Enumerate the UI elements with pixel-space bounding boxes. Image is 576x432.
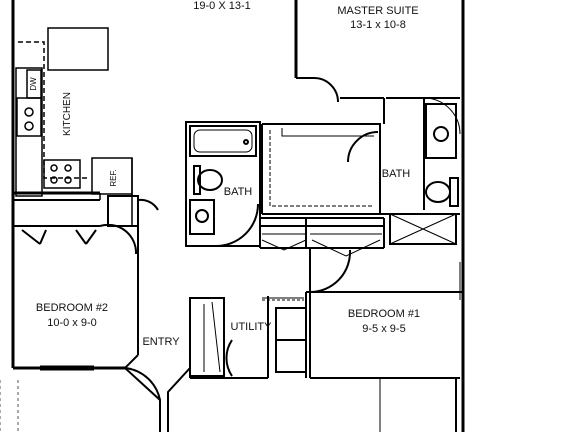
sink <box>16 97 42 137</box>
right-bath-label: BATH <box>382 168 411 180</box>
kitchen-label: KITCHEN <box>62 92 73 136</box>
linen-closet <box>389 213 457 245</box>
bedroom1-walls <box>306 248 463 379</box>
bedroom2-label: BEDROOM #2 <box>36 302 108 314</box>
hall-closets <box>259 217 385 257</box>
bedroom2-window <box>40 365 94 371</box>
left-bath <box>185 121 261 247</box>
left-vanity <box>189 199 215 235</box>
dryer <box>275 339 307 373</box>
master-vanity <box>425 103 457 159</box>
bedroom2-walls <box>13 195 159 369</box>
exterior-walls <box>11 0 465 432</box>
master-bath <box>261 97 460 245</box>
bedroom1-dims: 9-5 x 9-5 <box>362 323 405 335</box>
refrigerator-label: REF. <box>109 169 118 186</box>
master-toilet <box>425 181 451 203</box>
entry-area <box>124 297 268 432</box>
range <box>43 159 81 189</box>
master-suite-dims: 13-1 x 10-8 <box>350 19 406 31</box>
master-suite-label: MASTER SUITE <box>337 5 418 17</box>
left-toilet <box>197 169 223 191</box>
left-bath-label: BATH <box>224 186 253 198</box>
master-suite-walls <box>296 77 461 135</box>
bottom-right-walls <box>379 378 457 432</box>
bedroom2-dims: 10-0 x 9-0 <box>47 317 97 329</box>
utility-area <box>262 292 307 378</box>
kitchen-area <box>15 27 133 225</box>
bedroom1-label: BEDROOM #1 <box>348 308 420 320</box>
living-dims-label: 19-0 X 13-1 <box>193 0 250 12</box>
site-line <box>0 380 19 432</box>
utility-label: UTILITY <box>231 321 273 333</box>
dishwasher-label: DW <box>29 77 38 91</box>
washer <box>275 307 307 341</box>
entry-label: ENTRY <box>142 336 180 348</box>
left-tub <box>189 125 257 157</box>
